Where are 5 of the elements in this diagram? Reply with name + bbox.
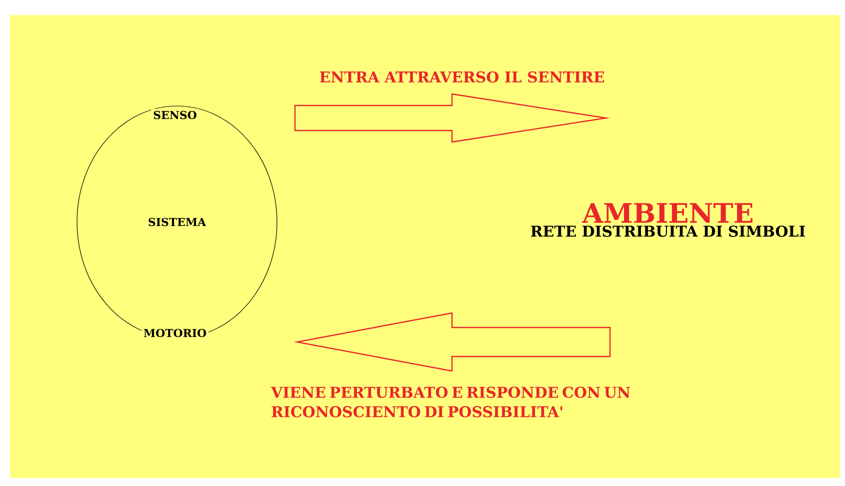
edge-label: VIENE PERTURBATO E RISPONDE CON UN RICONOSCIENTO DI POSSIBILITA' (270, 386, 630, 418)
edge-label: ENTRA ATTRAVERSO IL SENTIRE (320, 71, 604, 83)
environment-title: AMBIENTE RETE DISTRIBUITA DI SIMBOLI (530, 203, 805, 237)
block-arrow (294, 93, 610, 143)
block-arrow (294, 312, 611, 372)
